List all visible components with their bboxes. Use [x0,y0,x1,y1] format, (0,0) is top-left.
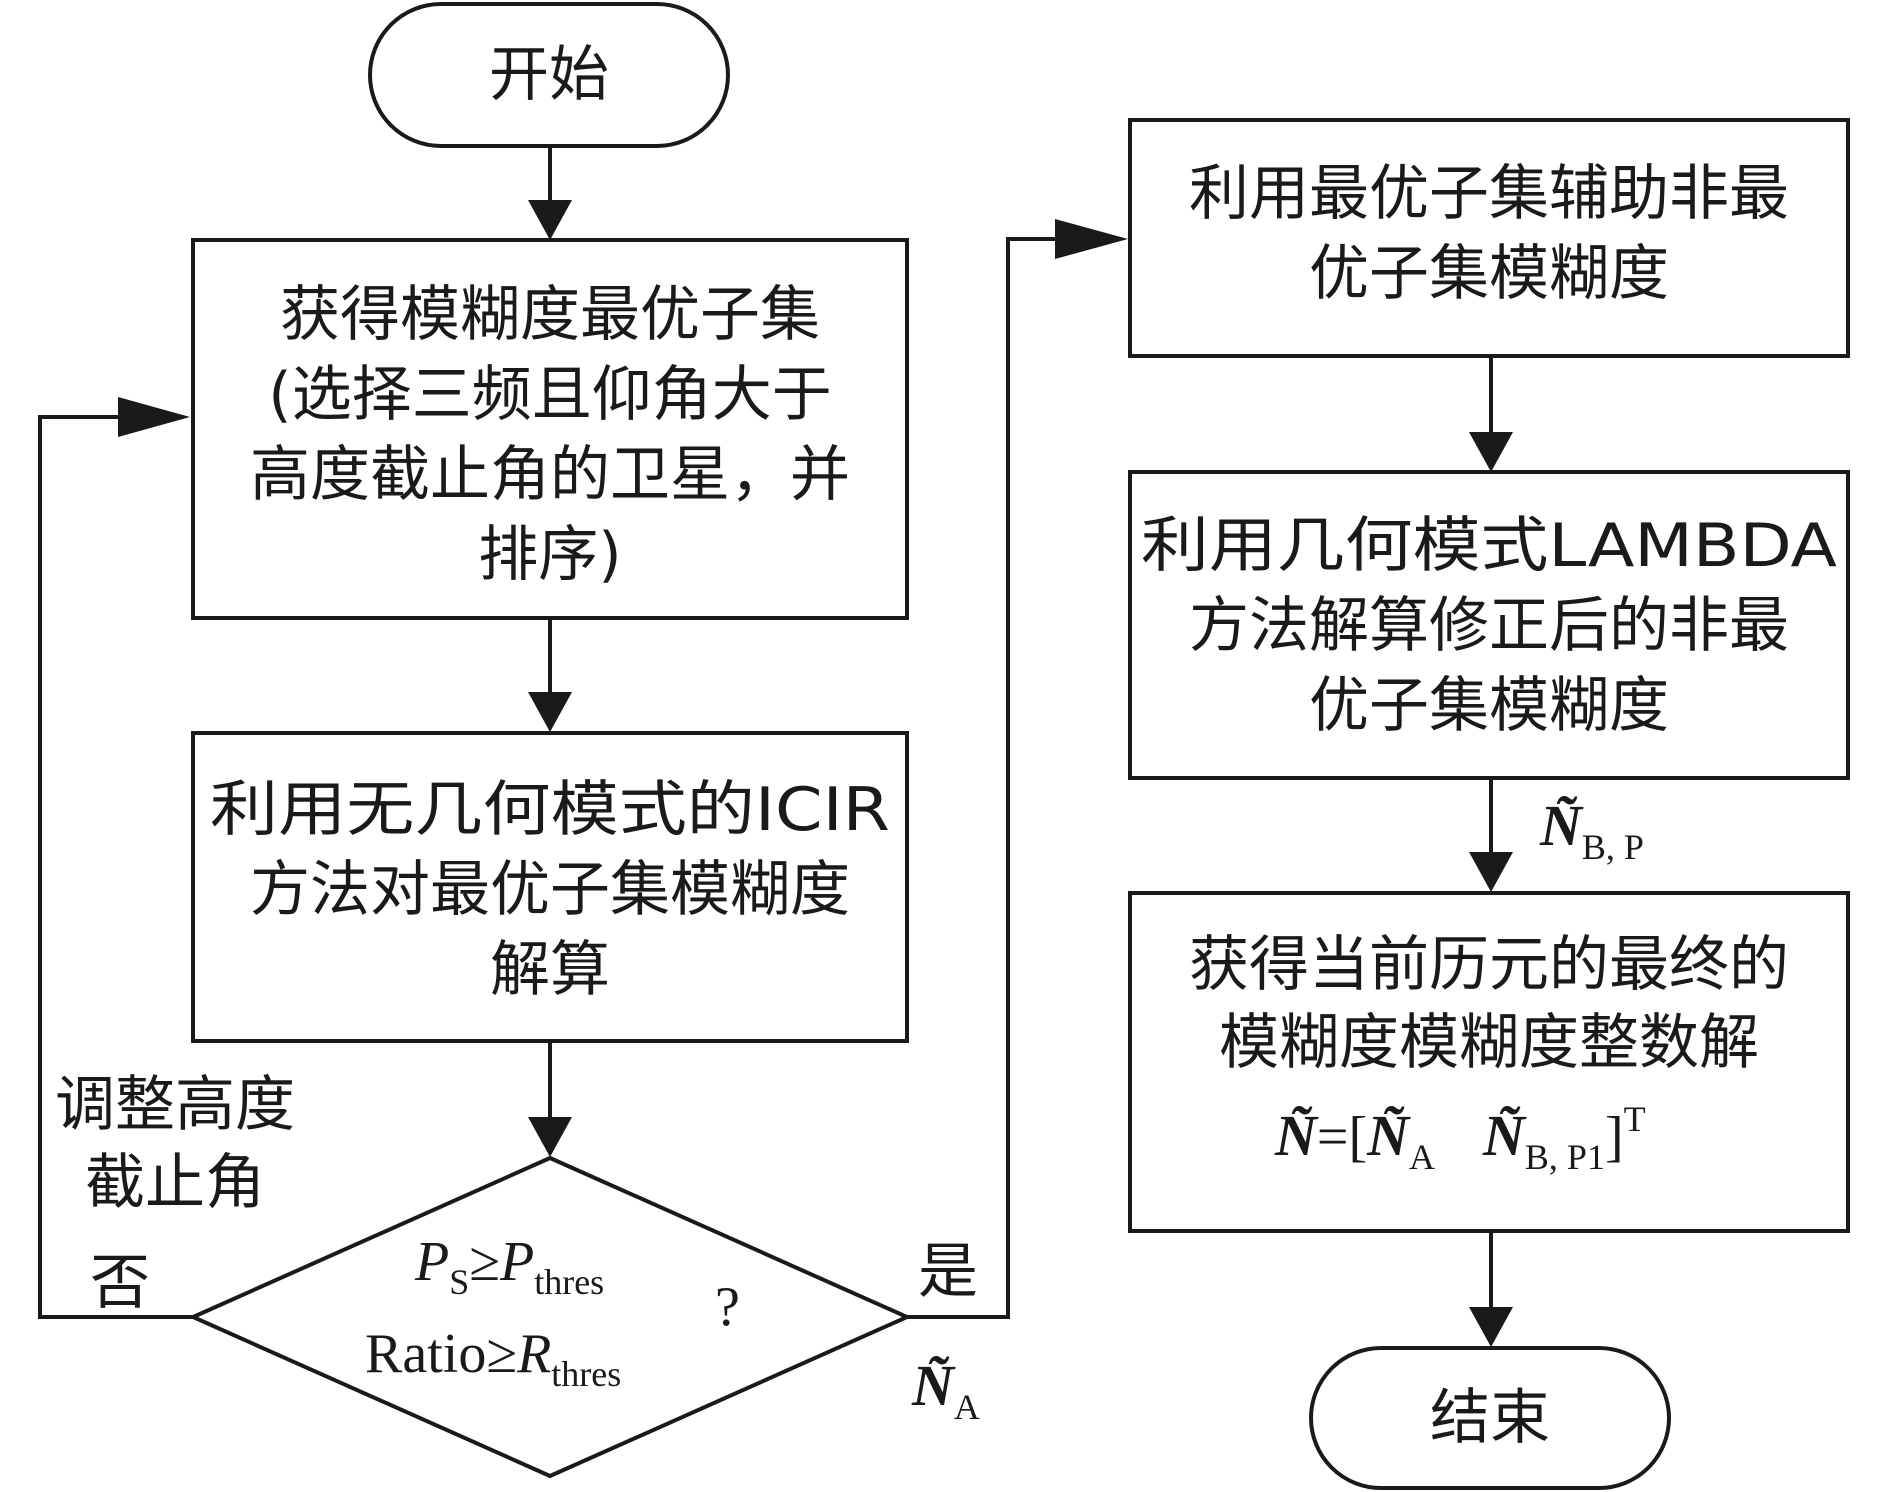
lambda-line-3: 优子集模糊度 [1309,671,1669,741]
decision-diamond: PS≥Pthres ? Ratio≥Rthres [188,1155,912,1479]
start-label: 开始 [489,40,609,110]
na-symbol-label: ÑA [911,1353,980,1427]
decision-condition-2: Ratio≥Rthres [365,1323,621,1394]
lambda-line-2: 方法解算修正后的非最 [1189,591,1789,661]
decision-condition-1: PS≥Pthres [414,1231,604,1302]
subset-line-4: 排序) [478,520,621,590]
subset-process-box: 获得模糊度最优子集 (选择三频且仰角大于 高度截止角的卫星，并 排序) [191,238,909,620]
subset-line-1: 获得模糊度最优子集 [280,280,820,350]
nbp-symbol-label: ÑB, P [1539,793,1644,867]
lambda-line-1: 利用几何模式LAMBDA [1141,511,1837,581]
adjust-label-line-2: 截止角 [85,1148,265,1218]
start-terminal: 开始 [368,2,730,148]
subset-line-3: 高度截止角的卫星，并 [250,440,850,510]
final-line-1: 获得当前历元的最终的 [1189,930,1789,1000]
icir-process-box: 利用无几何模式的ICIR 方法对最优子集模糊度 解算 [191,731,909,1043]
assist-line-2: 优子集模糊度 [1309,239,1669,309]
lambda-process-box: 利用几何模式LAMBDA 方法解算修正后的非最 优子集模糊度 [1128,470,1850,780]
final-line-2: 模糊度模糊度整数解 [1219,1008,1759,1078]
yes-branch-label: 是 [918,1237,978,1307]
end-terminal: 结束 [1309,1346,1671,1490]
icir-line-3: 解算 [490,935,610,1005]
icir-line-1: 利用无几何模式的ICIR [210,775,890,845]
subset-line-2: (选择三频且仰角大于 [268,360,831,430]
no-branch-label: 否 [90,1248,150,1318]
assist-line-1: 利用最优子集辅助非最 [1189,159,1789,229]
decision-question-mark: ? [715,1276,740,1338]
assist-process-box: 利用最优子集辅助非最 优子集模糊度 [1128,118,1850,358]
adjust-label-line-1: 调整高度 [55,1070,295,1140]
icir-line-2: 方法对最优子集模糊度 [250,855,850,925]
connectors [38,146,1513,1347]
end-label: 结束 [1430,1383,1550,1453]
